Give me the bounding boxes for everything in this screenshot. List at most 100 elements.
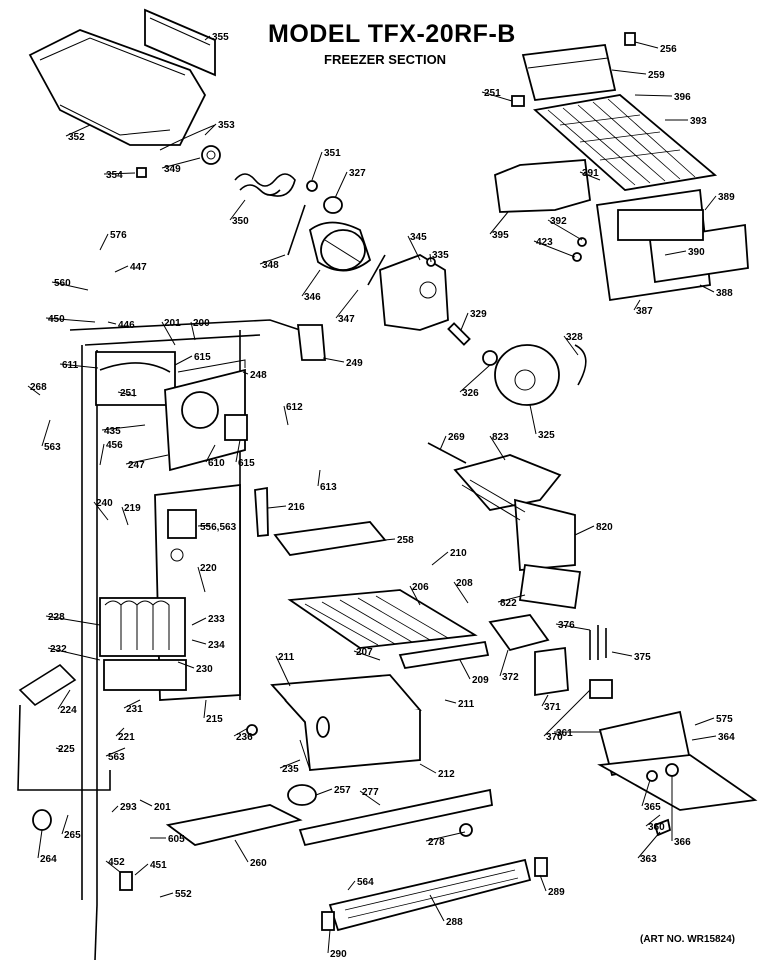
leader-line [204, 123, 217, 136]
part-label-207: 207 [356, 647, 373, 658]
leader-line [45, 615, 101, 626]
leader-line [93, 501, 109, 521]
part-label-269: 269 [448, 432, 465, 443]
leader-line [429, 894, 445, 922]
part-label-820: 820 [596, 522, 613, 533]
leader-line [203, 699, 207, 719]
part-label-576: 576 [110, 230, 127, 241]
leader-line [533, 240, 576, 258]
part-label-389: 389 [718, 192, 735, 203]
leader-line [233, 727, 249, 737]
part-label-371: 371 [544, 702, 561, 713]
leader-line [139, 799, 153, 807]
leader-line [47, 647, 101, 661]
part-label-563: 563 [44, 442, 61, 453]
part-label-446: 446 [118, 320, 135, 331]
part-label-452: 452 [108, 857, 125, 868]
leader-line [611, 651, 633, 657]
part-label-277: 277 [362, 787, 379, 798]
part-label-563: 563 [108, 752, 125, 763]
part-label-456: 456 [106, 440, 123, 451]
leader-line [301, 269, 321, 297]
part-label-259: 259 [648, 70, 665, 81]
part-label-232: 232 [50, 644, 67, 655]
part-label-351: 351 [324, 148, 341, 159]
leader-line [634, 94, 673, 97]
leader-line [101, 424, 146, 431]
part-label-435: 435 [104, 426, 121, 437]
part-label-365: 365 [644, 802, 661, 813]
part-label-370: 370 [546, 732, 563, 743]
part-label-393: 393 [690, 116, 707, 127]
leader-line [197, 524, 211, 527]
part-label-234: 234 [208, 640, 225, 651]
leader-line [637, 831, 661, 859]
leader-line [543, 689, 591, 737]
part-label-268: 268 [30, 382, 47, 393]
leader-line [409, 585, 421, 606]
part-label-258: 258 [397, 535, 414, 546]
part-label-451: 451 [150, 860, 167, 871]
part-label-221: 221 [118, 732, 135, 743]
part-label-325: 325 [538, 430, 555, 441]
part-label-364: 364 [718, 732, 735, 743]
part-label-564: 564 [357, 877, 374, 888]
leader-line [111, 805, 119, 813]
leader-line [611, 69, 647, 75]
part-label-201: 201 [154, 802, 171, 813]
part-label-375: 375 [634, 652, 651, 663]
section-subtitle: FREEZER SECTION [324, 52, 447, 67]
leader-line [634, 41, 659, 49]
part-label-211: 211 [278, 652, 295, 663]
leader-line [431, 551, 449, 566]
leader-line [234, 839, 249, 863]
part-label-605: 605 [168, 834, 185, 845]
leader-line [481, 91, 513, 102]
part-label-823: 823 [492, 432, 509, 443]
fan-bracket-drawing [164, 324, 326, 472]
leader-line [704, 195, 717, 211]
leader-line [353, 650, 381, 661]
part-label-387: 387 [636, 306, 653, 317]
part-label-335: 335 [432, 250, 449, 261]
leader-line [134, 863, 149, 876]
leader-line [190, 321, 196, 341]
part-label-247: 247 [128, 460, 145, 471]
leader-line [27, 385, 41, 396]
part-label-233: 233 [208, 614, 225, 625]
part-label-212: 212 [438, 769, 455, 780]
leader-line [279, 759, 301, 769]
leader-line [115, 727, 125, 737]
part-label-822: 822 [500, 598, 517, 609]
part-label-265: 265 [64, 830, 81, 841]
leader-line [322, 357, 345, 363]
leader-line [59, 363, 99, 369]
part-label-211: 211 [458, 699, 475, 710]
part-label-395: 395 [492, 230, 509, 241]
leader-line [161, 321, 176, 346]
leader-line [37, 829, 43, 859]
part-label-349: 349 [164, 164, 181, 175]
evaporator-drawing [17, 597, 187, 791]
part-label-613: 613 [320, 482, 337, 493]
part-label-293: 293 [120, 802, 137, 813]
leader-line [444, 699, 457, 704]
leader-line [439, 435, 447, 451]
leader-line [563, 335, 579, 356]
leader-line [497, 594, 526, 603]
part-label-348: 348 [262, 260, 279, 271]
part-label-251: 251 [120, 388, 137, 399]
control-box-drawing [488, 614, 758, 837]
leader-line [174, 355, 193, 366]
part-label-260: 260 [250, 858, 267, 869]
part-label-363: 363 [640, 854, 657, 865]
part-label-388: 388 [716, 288, 733, 299]
leader-line [694, 717, 715, 726]
shelf-assembly-drawing [494, 32, 718, 213]
part-label-208: 208 [456, 578, 473, 589]
leader-line [61, 814, 69, 835]
part-label-206: 206 [412, 582, 429, 593]
part-label-231: 231 [126, 704, 143, 715]
